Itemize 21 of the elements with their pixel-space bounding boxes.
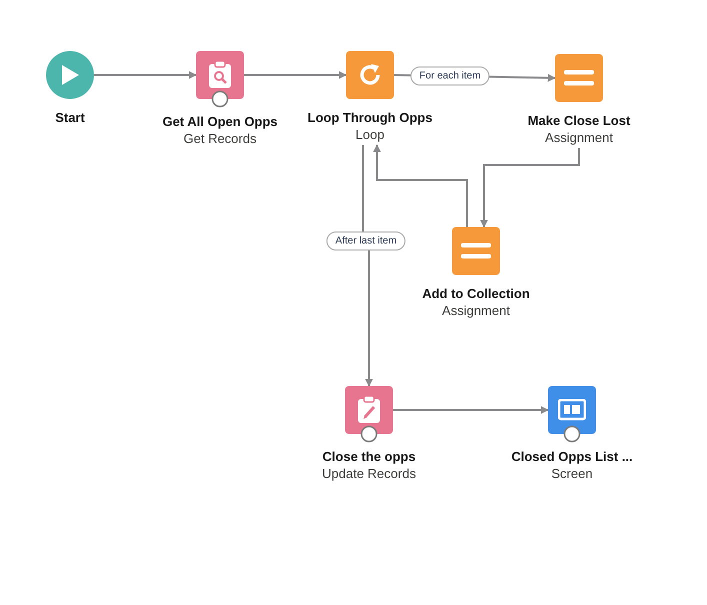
element-name: Close the opps (322, 448, 416, 465)
element-type: Assignment (545, 129, 613, 146)
element-name: Closed Opps List ... (511, 448, 633, 465)
connector-arrow (373, 144, 468, 227)
connector-arrow (94, 71, 197, 79)
element-type: Update Records (322, 465, 416, 482)
element-type: Loop (356, 126, 384, 143)
element-name: Get All Open Opps (162, 113, 278, 130)
connector-arrow (393, 406, 549, 414)
element-name: Start (55, 109, 85, 126)
connector-arrow (480, 148, 580, 228)
element-name: Add to Collection (422, 285, 530, 302)
element-type: Get Records (184, 130, 256, 147)
element-name: Make Close Lost (528, 112, 630, 129)
connector-arrow (362, 145, 373, 387)
connector-arrow (244, 71, 347, 79)
element-type: Screen (551, 465, 593, 482)
element-type: Assignment (442, 302, 510, 319)
element-name: Loop Through Opps (308, 109, 432, 126)
edge-label: For each item (410, 66, 490, 86)
edge-label: After last item (326, 232, 406, 250)
